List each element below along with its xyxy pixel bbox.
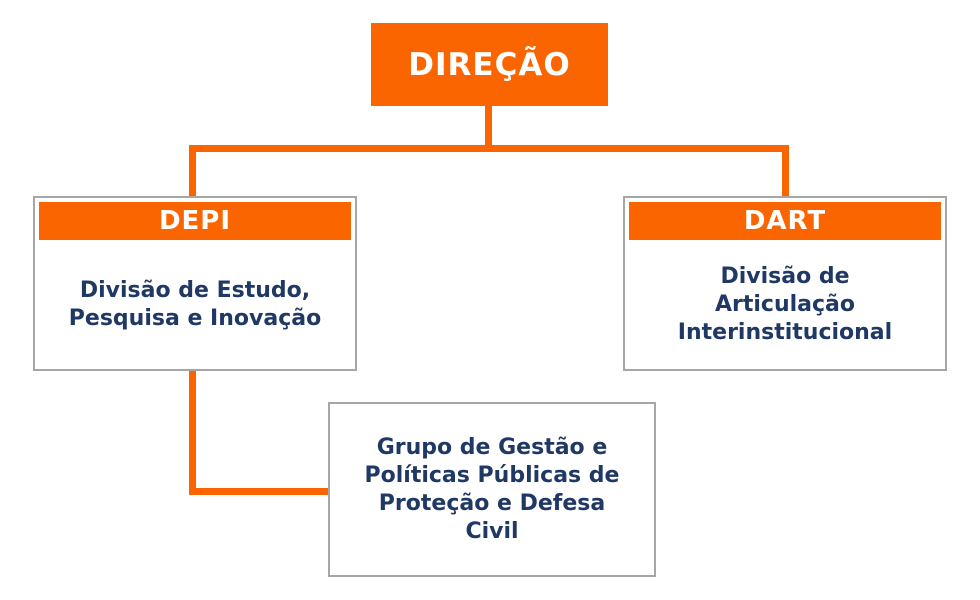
node-dart-description: Divisão de Articulação Interinstituciona… <box>677 263 893 345</box>
node-depi-header: DEPI <box>39 202 351 240</box>
node-direcao: DIREÇÃO <box>371 23 608 106</box>
connector-vertical-depi-grupo <box>189 370 196 495</box>
node-depi-acronym: DEPI <box>158 206 232 236</box>
node-direcao-label: DIREÇÃO <box>408 46 571 83</box>
connector-horizontal-to-grupo <box>189 488 330 495</box>
connector-direcao-stub <box>485 106 492 152</box>
connector-vertical-to-dart <box>782 145 789 198</box>
connector-horizontal-main <box>189 145 789 152</box>
node-grupo-description: Grupo de Gestão e Políticas Públicas de … <box>364 434 620 544</box>
node-grupo: Grupo de Gestão e Políticas Públicas de … <box>328 402 656 577</box>
node-depi: DEPI Divisão de Estudo, Pesquisa e Inova… <box>33 196 357 371</box>
node-dart-acronym: DART <box>743 206 827 236</box>
node-dart-header: DART <box>629 202 941 240</box>
connector-vertical-to-depi <box>189 145 196 198</box>
node-depi-description: Divisão de Estudo, Pesquisa e Inovação <box>68 277 322 331</box>
node-dart: DART Divisão de Articulação Interinstitu… <box>623 196 947 371</box>
